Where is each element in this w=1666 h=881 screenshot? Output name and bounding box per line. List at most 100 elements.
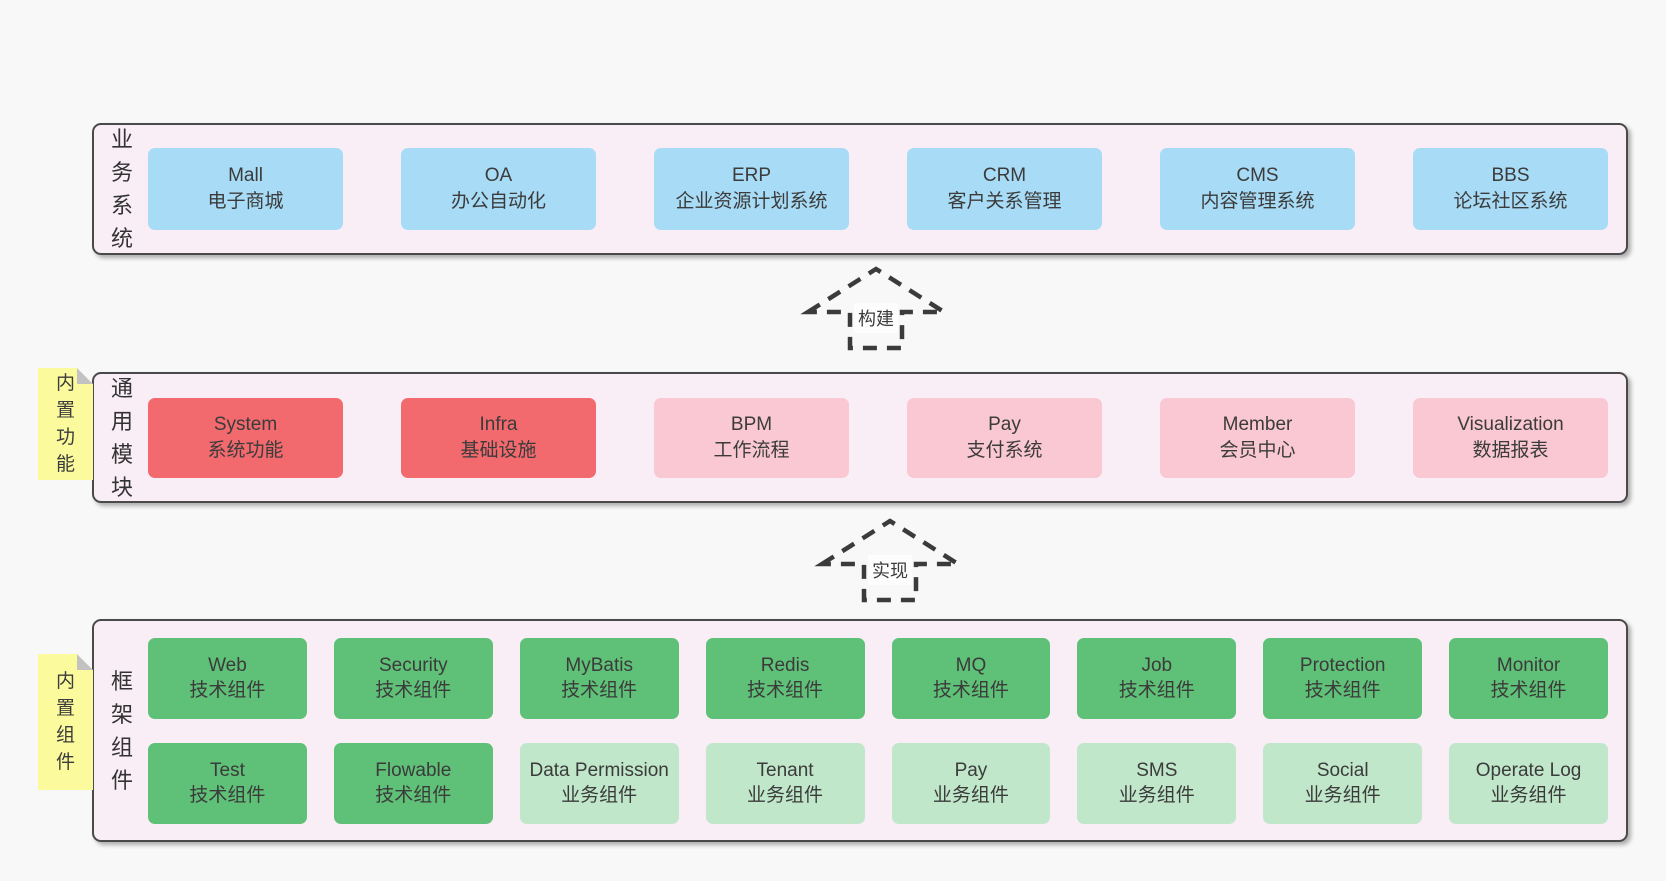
box-cms: CMS 内容管理系统 xyxy=(1160,148,1355,230)
box-subtitle: 基础设施 xyxy=(460,439,537,461)
box-subtitle: 论坛社区系统 xyxy=(1453,191,1568,212)
box-flowable: Flowable 技术组件 xyxy=(333,742,493,824)
business-systems-label: 业务系统 xyxy=(111,127,134,251)
box-title: Mall xyxy=(228,165,263,186)
box-data-permission: Data Permission 业务组件 xyxy=(519,742,679,824)
box-test: Test 技术组件 xyxy=(148,742,307,824)
framework-components-panel: 框架组件 Web 技术组件 Security 技术组件 MyBatis 技术组件… xyxy=(92,619,1628,842)
box-subtitle: 业务组件 xyxy=(1304,785,1381,806)
box-title: Security xyxy=(378,655,448,676)
box-subtitle: 业务组件 xyxy=(1118,785,1195,806)
box-subtitle: 业务组件 xyxy=(561,785,638,806)
box-title: Protection xyxy=(1299,655,1386,676)
box-title: Web xyxy=(208,655,247,676)
sticky-note-builtin-features: 内置功能 xyxy=(38,368,93,480)
box-pay-biz: Pay 业务组件 xyxy=(891,742,1051,824)
box-bpm: BPM 工作流程 xyxy=(654,397,849,478)
box-title: Visualization xyxy=(1457,413,1564,435)
box-title: MyBatis xyxy=(565,655,633,676)
box-web: Web 技术组件 xyxy=(148,637,307,719)
box-mall: Mall 电子商城 xyxy=(148,148,343,230)
box-subtitle: 系统功能 xyxy=(207,439,284,461)
box-subtitle: 技术组件 xyxy=(747,680,824,701)
business-box-row: Mall 电子商城 OA 办公自动化 ERP 企业资源计划系统 CRM 客户关系… xyxy=(148,148,1626,230)
box-operate-log: Operate Log 业务组件 xyxy=(1449,742,1608,824)
box-mq: MQ 技术组件 xyxy=(891,637,1051,719)
box-title: CMS xyxy=(1236,165,1279,186)
components-row-2: Test 技术组件 Flowable 技术组件 Data Permission … xyxy=(148,742,1626,824)
box-subtitle: 客户关系管理 xyxy=(947,191,1062,212)
box-title: System xyxy=(213,413,278,435)
components-rows: Web 技术组件 Security 技术组件 MyBatis 技术组件 Redi… xyxy=(148,637,1626,824)
box-pay: Pay 支付系统 xyxy=(907,397,1102,478)
box-infra: Infra 基础设施 xyxy=(401,397,596,478)
box-security: Security 技术组件 xyxy=(333,637,493,719)
box-title: Monitor xyxy=(1496,655,1561,676)
box-subtitle: 数据报表 xyxy=(1472,439,1549,461)
framework-components-label: 框架组件 xyxy=(111,668,134,793)
arrow-label: 实现 xyxy=(872,561,908,581)
box-visualization: Visualization 数据报表 xyxy=(1413,397,1608,478)
box-social: Social 业务组件 xyxy=(1263,742,1423,824)
box-subtitle: 技术组件 xyxy=(1118,680,1195,701)
box-subtitle: 电子商城 xyxy=(207,191,284,212)
common-modules-panel: 通用模块 System 系统功能 Infra 基础设施 BPM 工作流程 Pay… xyxy=(92,372,1628,503)
components-row-1: Web 技术组件 Security 技术组件 MyBatis 技术组件 Redi… xyxy=(148,637,1626,719)
box-title: Member xyxy=(1222,413,1293,435)
sticky-label: 内置组件 xyxy=(56,671,76,773)
box-mybatis: MyBatis 技术组件 xyxy=(519,637,679,719)
box-sms: SMS 业务组件 xyxy=(1077,742,1237,824)
arrow-implement-up-icon: 实现 xyxy=(814,518,966,603)
sticky-note-builtin-components: 内置组件 xyxy=(38,654,93,790)
common-modules-label: 通用模块 xyxy=(111,375,134,500)
box-title: Data Permission xyxy=(529,760,669,781)
box-redis: Redis 技术组件 xyxy=(705,637,865,719)
box-subtitle: 支付系统 xyxy=(966,439,1043,461)
box-subtitle: 技术组件 xyxy=(932,680,1009,701)
folded-corner-icon xyxy=(77,654,93,670)
arrow-build-up-icon: 构建 xyxy=(800,266,952,351)
box-subtitle: 技术组件 xyxy=(189,680,266,701)
box-title: BBS xyxy=(1491,165,1530,186)
box-title: Tenant xyxy=(756,760,814,781)
box-title: Test xyxy=(210,760,245,781)
box-title: MQ xyxy=(955,655,987,676)
box-subtitle: 技术组件 xyxy=(375,680,452,701)
box-subtitle: 工作流程 xyxy=(713,439,790,461)
box-bbs: BBS 论坛社区系统 xyxy=(1413,148,1608,230)
box-protection: Protection 技术组件 xyxy=(1263,637,1423,719)
box-title: Infra xyxy=(479,413,518,435)
box-title: Pay xyxy=(954,760,988,781)
box-member: Member 会员中心 xyxy=(1160,397,1355,478)
box-subtitle: 技术组件 xyxy=(1490,680,1567,701)
sticky-label: 内置功能 xyxy=(56,373,76,475)
box-monitor: Monitor 技术组件 xyxy=(1449,637,1608,719)
folded-corner-icon xyxy=(77,368,93,384)
box-subtitle: 业务组件 xyxy=(932,785,1009,806)
box-subtitle: 会员中心 xyxy=(1219,439,1296,461)
box-subtitle: 技术组件 xyxy=(1304,680,1381,701)
box-subtitle: 办公自动化 xyxy=(450,191,546,212)
box-subtitle: 业务组件 xyxy=(747,785,824,806)
box-title: Redis xyxy=(760,655,810,676)
box-title: SMS xyxy=(1136,760,1178,781)
box-title: ERP xyxy=(731,165,772,186)
box-erp: ERP 企业资源计划系统 xyxy=(654,148,849,230)
box-crm: CRM 客户关系管理 xyxy=(907,148,1102,230)
box-title: Flowable xyxy=(375,760,452,781)
box-title: Pay xyxy=(988,413,1021,435)
box-subtitle: 内容管理系统 xyxy=(1200,191,1315,212)
box-subtitle: 技术组件 xyxy=(189,785,266,806)
box-title: Job xyxy=(1141,655,1173,676)
box-title: OA xyxy=(484,165,513,186)
box-oa: OA 办公自动化 xyxy=(401,148,596,230)
box-subtitle: 技术组件 xyxy=(561,680,638,701)
arrow-label: 构建 xyxy=(858,309,894,329)
box-tenant: Tenant 业务组件 xyxy=(705,742,865,824)
box-title: CRM xyxy=(982,165,1027,186)
box-system: System 系统功能 xyxy=(148,397,343,478)
box-subtitle: 企业资源计划系统 xyxy=(675,191,828,212)
box-title: Social xyxy=(1316,760,1369,781)
box-job: Job 技术组件 xyxy=(1077,637,1237,719)
